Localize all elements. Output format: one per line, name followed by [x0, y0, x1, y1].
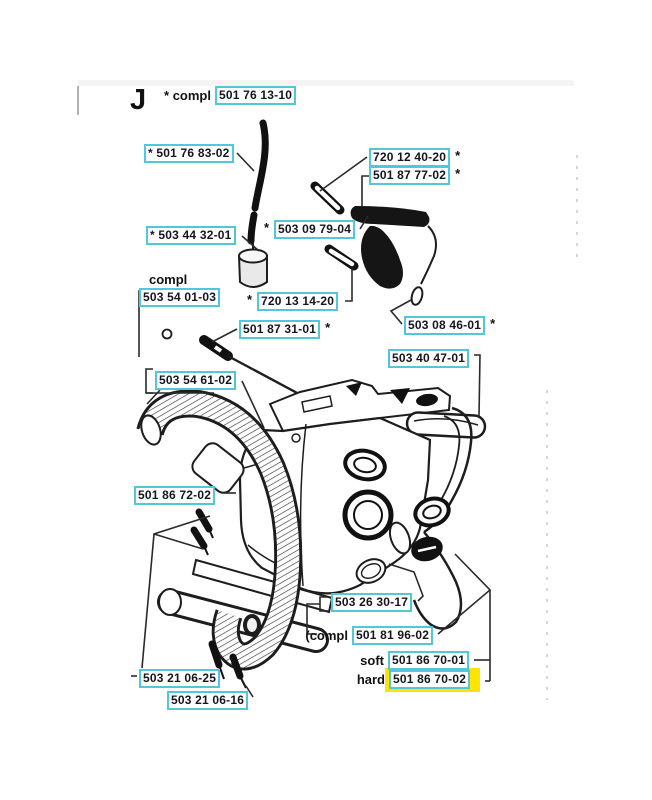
part-number-503-08-46-01[interactable]: 503 08 46-01 [404, 316, 486, 335]
fuel-filter [238, 243, 268, 288]
throttle-lever-assembly [350, 206, 437, 306]
part-number-720-12-40-20[interactable]: 720 12 40-20 [369, 148, 451, 167]
section-letter: J [130, 84, 147, 116]
label-prefix-501-76-13-10: * compl [164, 88, 211, 103]
asterisk-mark: * [455, 148, 461, 163]
asterisk-mark: * [246, 292, 252, 307]
fuel-hose [247, 119, 269, 245]
oil-cap [411, 536, 443, 562]
part-number-503-54-01-03[interactable]: 503 54 01-03 [139, 288, 221, 307]
part-number-503-21-06-25[interactable]: 503 21 06-25 [139, 669, 221, 688]
front-handle-tube [136, 389, 303, 671]
part-number-503-40-47-01[interactable]: 503 40 47-01 [388, 349, 470, 368]
pin-lower [324, 244, 359, 271]
asterisk-mark: * [455, 166, 461, 181]
page-left-tick [77, 86, 79, 115]
tank-bosses [342, 448, 394, 541]
part-label-501-76-13-10: * compl 501 76 13-10 [164, 86, 297, 105]
part-label-501-86-72-02: 501 86 72-02 [134, 486, 216, 505]
part-label-503-08-46-01: * 503 08 46-01 [404, 316, 495, 335]
label-prefix-above-503-54-01-03: compl [149, 272, 188, 287]
label-prefix-501-81-96-02: (compl [305, 628, 348, 643]
part-number-503-54-61-02[interactable]: 503 54 61-02 [155, 371, 237, 390]
part-number-501-81-96-02[interactable]: 501 81 96-02 [352, 626, 434, 645]
page-top-band [78, 80, 574, 86]
part-number-501-87-31-01[interactable]: 501 87 31-01 [239, 320, 321, 339]
part-number-501-86-70-02[interactable]: 501 86 70-02 [389, 670, 471, 689]
part-label-503-44-32-01: * 503 44 32-01 [146, 226, 236, 245]
asterisk-mark: * [263, 220, 269, 235]
part-number-503-09-79-04[interactable]: 503 09 79-04 [274, 220, 356, 239]
part-label-501-81-96-02: (compl 501 81 96-02 [305, 626, 434, 645]
asterisk-mark: * [325, 320, 331, 335]
part-label-501-86-70-02: hard 501 86 70-02 [357, 668, 481, 692]
part-number-720-13-14-20[interactable]: 720 13 14-20 [257, 292, 339, 311]
part-label-501-87-31-01: * 501 87 31-01 [239, 320, 330, 339]
part-number-501-86-70-01[interactable]: 501 86 70-01 [388, 651, 470, 670]
rear-handle-grip [405, 411, 487, 439]
part-label-501-76-83-02: * 501 76 83-02 [144, 144, 234, 163]
part-number-503-44-32-01[interactable]: * 503 44 32-01 [146, 226, 236, 245]
part-number-501-76-83-02[interactable]: * 501 76 83-02 [144, 144, 234, 163]
part-number-503-26-30-17[interactable]: 503 26 30-17 [331, 593, 413, 612]
part-label-720-12-40-20: * 720 12 40-20 [369, 148, 460, 167]
part-label-720-13-14-20: * 720 13 14-20 [247, 292, 339, 311]
part-label-501-86-70-01: soft 501 86 70-01 [360, 651, 470, 670]
part-label-503-21-06-16: 503 21 06-16 [167, 691, 249, 710]
handle-screws-lower [208, 640, 247, 689]
handle-screws-upper [190, 508, 214, 556]
cap-and-gaskets [355, 496, 451, 584]
part-number-503-21-06-16[interactable]: 503 21 06-16 [167, 691, 249, 710]
part-label-503-40-47-01: 503 40 47-01 [388, 349, 470, 368]
label-prefix-501-86-70-02: hard [356, 672, 385, 687]
part-number-501-86-72-02[interactable]: 501 86 72-02 [134, 486, 216, 505]
part-label-503-21-06-25: 503 21 06-25 [139, 669, 221, 688]
part-label-503-09-79-04: * 503 09 79-04 [264, 220, 356, 239]
page-crease-marks [546, 155, 578, 700]
fuel-cap [413, 496, 451, 528]
part-label-501-87-77-02: * 501 87 77-02 [369, 166, 460, 185]
asterisk-mark: * [490, 316, 496, 331]
part-label-503-54-61-02: 503 54 61-02 [155, 371, 237, 390]
part-label-503-26-30-17: 503 26 30-17 [331, 593, 413, 612]
handle-clamp [191, 442, 245, 494]
front-mount-cylinder [157, 588, 329, 653]
label-prefix-501-86-70-01: soft [360, 653, 384, 668]
part-number-501-87-77-02[interactable]: 501 87 77-02 [369, 166, 451, 185]
part-number-501-76-13-10[interactable]: 501 76 13-10 [215, 86, 297, 105]
